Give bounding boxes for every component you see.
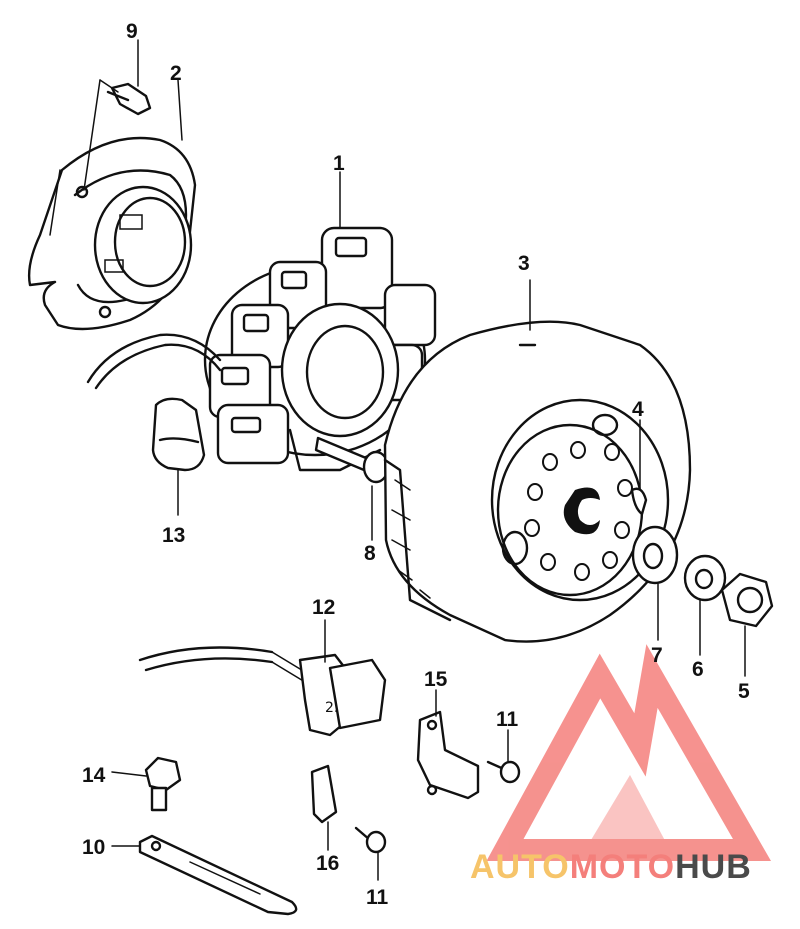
part-label-13: 13: [162, 524, 185, 547]
strap-10: [111, 834, 298, 916]
flywheel-rotor: [383, 279, 692, 643]
woodruff-key-4: [630, 419, 648, 516]
watermark-part-hub: HUB: [675, 848, 752, 886]
stator-back-plate: [27, 136, 197, 331]
watermark-part-moto: MOTO: [570, 848, 675, 886]
part-label-16: 16: [316, 852, 339, 875]
part-label-6: 6: [692, 658, 704, 681]
coil: [320, 226, 394, 310]
part-label-2: 2: [170, 62, 182, 85]
part-labels: 9 2 1 3 4 13 8 7 6 5 12 15 11 14 10 16 1…: [82, 20, 750, 909]
screw-11-lower: [354, 826, 387, 881]
part-label-10: 10: [82, 836, 105, 859]
part-label-14: 14: [82, 764, 106, 787]
part-label-3: 3: [518, 252, 530, 275]
watermark-part-auto: AUTO: [470, 848, 570, 886]
screw-9: [83, 39, 183, 191]
part-label-8: 8: [364, 542, 376, 565]
part-label-7: 7: [651, 644, 663, 667]
coil: [383, 283, 437, 347]
part-label-15: 15: [424, 668, 448, 691]
part-label-11-lower: 11: [366, 886, 389, 909]
watermark-text: AUTOMOTOHUB: [470, 848, 752, 886]
rotor-holes: [524, 441, 633, 581]
bracket-15: [416, 689, 480, 800]
svg-text:AUTOMOTOHUB: AUTOMOTOHUB: [470, 848, 752, 886]
part-label-5: 5: [738, 680, 750, 703]
washer-7: [631, 525, 679, 641]
pickup-mark: 2.: [325, 700, 338, 716]
screw-8: [314, 436, 390, 541]
part-label-12: 12: [312, 596, 335, 619]
nut-5: [720, 572, 774, 677]
coil: [216, 403, 290, 465]
pickup-coil-12: 2.: [138, 619, 387, 737]
lock-washer-6: [683, 554, 727, 656]
screw-11-upper: [486, 729, 521, 784]
part-label-4: 4: [632, 398, 644, 421]
plate-16: [310, 764, 338, 851]
bolt-14: [111, 756, 182, 812]
part-label-1: 1: [333, 152, 345, 175]
grommet-13: [151, 397, 206, 516]
watermark-logo: [486, 644, 772, 861]
part-label-11-upper: 11: [496, 708, 519, 731]
part-label-9: 9: [126, 20, 138, 43]
